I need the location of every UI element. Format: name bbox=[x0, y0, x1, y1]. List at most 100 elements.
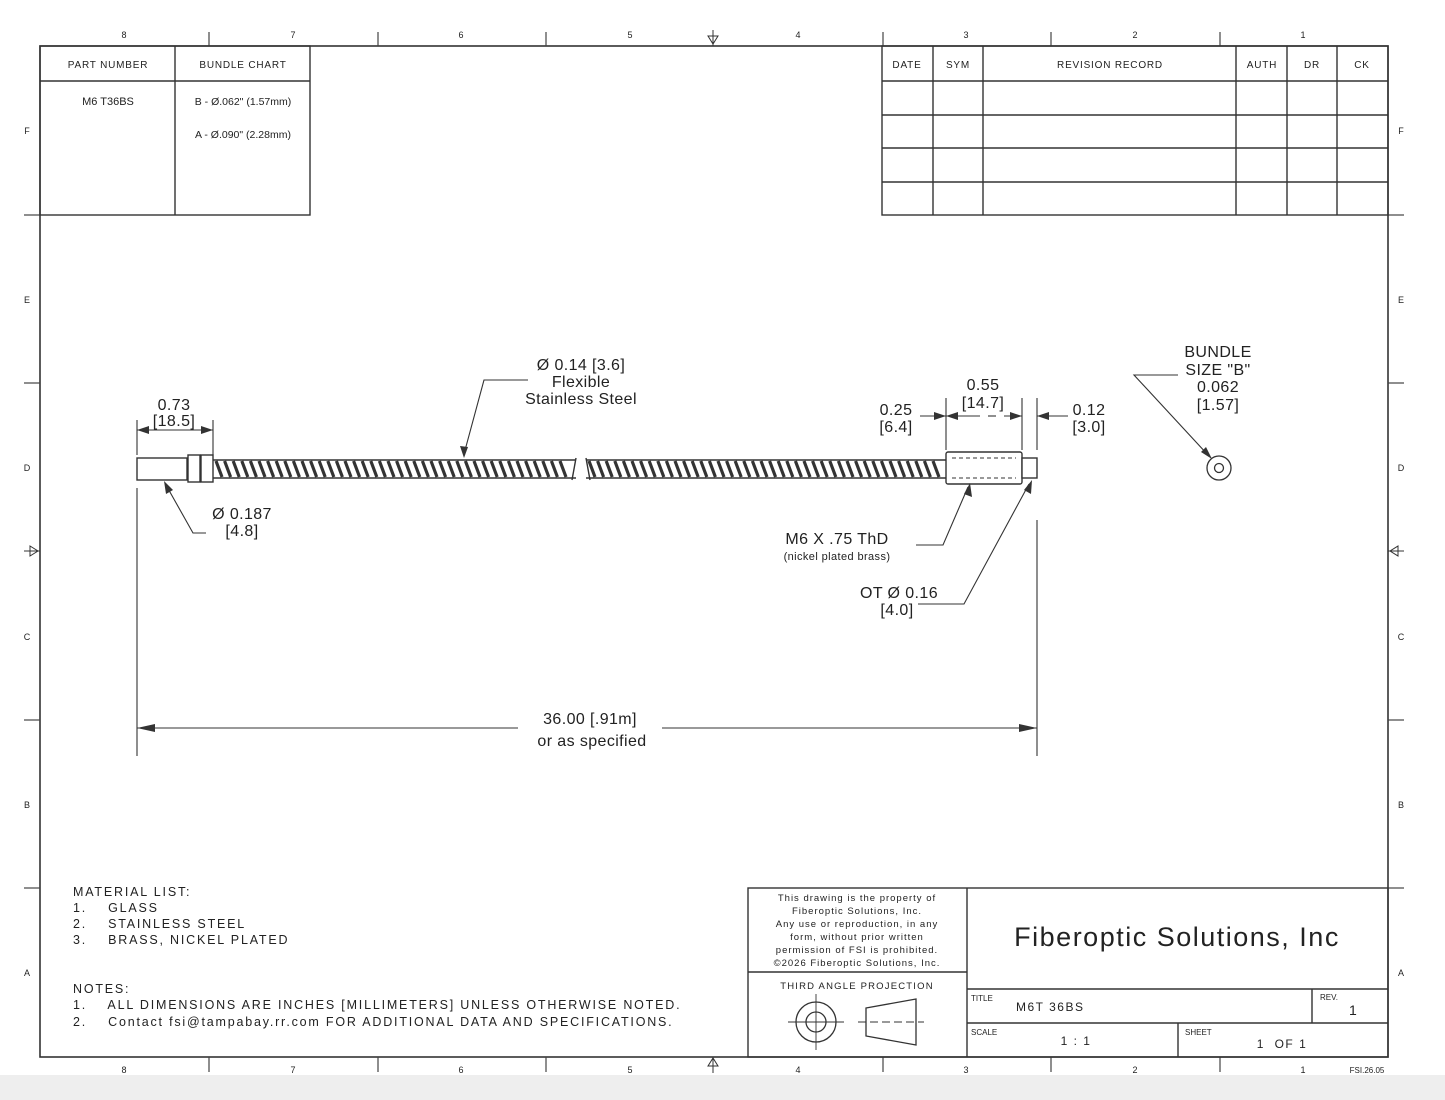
sheath-coil bbox=[532, 460, 542, 478]
material-item: 3. BRASS, NICKEL PLATED bbox=[73, 933, 289, 947]
sheath-coil bbox=[716, 460, 726, 478]
arrowheads bbox=[137, 412, 1212, 732]
thread-length-mm-label: [14.7] bbox=[962, 395, 1004, 412]
sheath-coil bbox=[811, 460, 821, 478]
ferrule-length-mm-label: [18.5] bbox=[153, 413, 195, 430]
sheath-coil bbox=[455, 460, 465, 478]
bundle-size-label: 0.062 bbox=[1197, 379, 1239, 396]
callout-texts: Ø 0.14 [3.6] Flexible Stainless Steel 0.… bbox=[153, 344, 1251, 750]
sheath-coil bbox=[352, 460, 362, 478]
sheath-coil bbox=[274, 460, 284, 478]
hex-length-mm-label: [6.4] bbox=[879, 419, 912, 436]
property-line: Fiberoptic Solutions, Inc. bbox=[792, 906, 922, 917]
sheath-coil bbox=[604, 460, 614, 478]
rev-label: REV. bbox=[1320, 993, 1338, 1002]
row-label: F bbox=[24, 126, 30, 136]
sheath-coil bbox=[725, 460, 735, 478]
part-number-value: M6 T36BS bbox=[82, 96, 134, 108]
threaded-fitting bbox=[945, 451, 1023, 485]
sheath-coil bbox=[489, 460, 499, 478]
sheath-coil bbox=[836, 460, 846, 478]
sheath-coil bbox=[587, 460, 597, 478]
sheath-coil bbox=[420, 460, 430, 478]
sheath-coil bbox=[248, 460, 258, 478]
notes: NOTES: 1. ALL DIMENSIONS ARE INCHES [MIL… bbox=[73, 982, 680, 1029]
bundle-size-label: SIZE "B" bbox=[1185, 362, 1250, 379]
sheath-coil bbox=[463, 460, 473, 478]
column-label: 6 bbox=[458, 30, 463, 40]
bundle-size-label: [1.57] bbox=[1197, 397, 1239, 414]
property-line: This drawing is the property of bbox=[778, 893, 936, 904]
bottom-strip bbox=[0, 1075, 1445, 1100]
sheath-coil bbox=[793, 460, 803, 478]
sheath-coil bbox=[214, 460, 224, 478]
column-label: 8 bbox=[121, 30, 126, 40]
sheath-coil bbox=[300, 460, 310, 478]
row-label: A bbox=[1398, 968, 1404, 978]
row-label: C bbox=[24, 632, 31, 642]
row-label: E bbox=[24, 295, 30, 305]
zone-ticks bbox=[24, 32, 1404, 1072]
tube-diameter-label: Ø 0.14 [3.6] bbox=[537, 357, 625, 374]
sheath-coil bbox=[266, 460, 276, 478]
sheath-coil bbox=[515, 460, 525, 478]
revision-table bbox=[881, 45, 1389, 216]
sheath-coil bbox=[802, 460, 812, 478]
steel-sheath-coils bbox=[214, 460, 568, 478]
property-line: form, without prior written bbox=[790, 932, 924, 943]
revision-headers: DATE SYM REVISION RECORD AUTH DR CK bbox=[892, 60, 1369, 71]
material-list-title: MATERIAL LIST: bbox=[73, 885, 191, 899]
scale-value: 1 : 1 bbox=[1061, 1034, 1092, 1048]
thread-material-label: (nickel plated brass) bbox=[784, 551, 891, 563]
row-label: C bbox=[1398, 632, 1405, 642]
sheath-coil bbox=[750, 460, 760, 478]
column-label: 3 bbox=[963, 30, 968, 40]
sheath-coil bbox=[639, 460, 649, 478]
sheath-coil bbox=[914, 460, 924, 478]
bundle-size-label: BUNDLE bbox=[1184, 344, 1251, 361]
property-line: Any use or reproduction, in any bbox=[776, 919, 939, 930]
sheath-coil bbox=[481, 460, 491, 478]
sheath-coil bbox=[905, 460, 915, 478]
sheath-coil bbox=[257, 460, 267, 478]
revision-header-auth: AUTH bbox=[1247, 60, 1277, 71]
sheath-coil bbox=[429, 460, 439, 478]
tip-length-label: 0.12 bbox=[1073, 402, 1106, 419]
sheath-coil bbox=[871, 460, 881, 478]
overall-length-label: 36.00 [.91m] bbox=[543, 711, 637, 728]
bundle-a-value: A - Ø.090" (2.28mm) bbox=[195, 129, 291, 141]
revision-header-sym: SYM bbox=[946, 60, 970, 71]
property-line: ©2026 Fiberoptic Solutions, Inc. bbox=[774, 958, 941, 969]
sheath-coil bbox=[819, 460, 829, 478]
sheath-coil bbox=[541, 460, 551, 478]
revision-number: 1 bbox=[1349, 1002, 1357, 1018]
sheath-coil bbox=[412, 460, 422, 478]
sheath-coil bbox=[395, 460, 405, 478]
sheath-coil bbox=[828, 460, 838, 478]
sheet-label: SHEET bbox=[1185, 1028, 1212, 1037]
title-label: TITLE bbox=[971, 994, 993, 1003]
sheath-coil bbox=[309, 460, 319, 478]
bundle-end-view bbox=[1206, 455, 1232, 481]
sheath-coil bbox=[733, 460, 743, 478]
title-block bbox=[747, 887, 1389, 1058]
optical-tip bbox=[1021, 457, 1038, 479]
sheet-value: 1 OF 1 bbox=[1257, 1037, 1308, 1051]
revision-header-record: REVISION RECORD bbox=[1057, 60, 1163, 71]
sheath-coil bbox=[630, 460, 640, 478]
sheath-coil bbox=[785, 460, 795, 478]
bundle-b-value: B - Ø.062" (1.57mm) bbox=[195, 96, 292, 108]
sheath-coil bbox=[549, 460, 559, 478]
sheath-coil bbox=[759, 460, 769, 478]
notes-title: NOTES: bbox=[73, 982, 130, 996]
sheath-coil bbox=[360, 460, 370, 478]
sheath-coil bbox=[845, 460, 855, 478]
sheath-coil bbox=[613, 460, 623, 478]
row-label: F bbox=[1398, 126, 1404, 136]
hex-length-label: 0.25 bbox=[880, 402, 913, 419]
overall-length-note: or as specified bbox=[537, 733, 646, 750]
part-table: PART NUMBER BUNDLE CHART M6 T36BS B - Ø.… bbox=[39, 45, 311, 216]
sheath-coil bbox=[776, 460, 786, 478]
sheath-coil bbox=[647, 460, 657, 478]
sheath-coil bbox=[524, 460, 534, 478]
